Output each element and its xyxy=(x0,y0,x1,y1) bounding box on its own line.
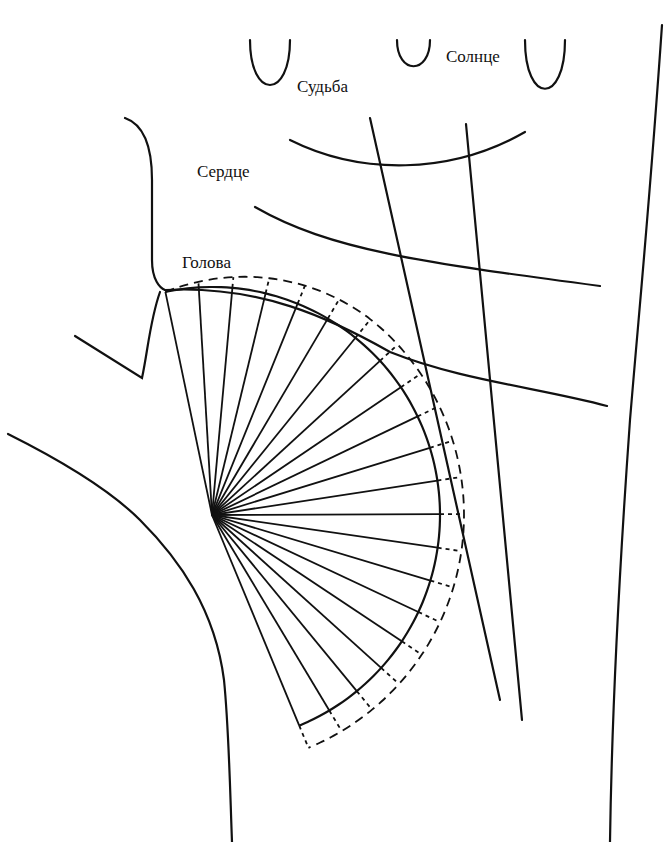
ray-extension xyxy=(231,277,234,288)
ray xyxy=(212,515,418,612)
ray-extension xyxy=(430,581,453,588)
life-line xyxy=(165,287,440,726)
ray xyxy=(212,513,440,516)
thumb-outline xyxy=(8,434,232,842)
finger-tip xyxy=(250,40,290,85)
ray xyxy=(212,338,355,515)
ray xyxy=(212,361,380,515)
ray-extension xyxy=(402,641,422,654)
ray-extension xyxy=(401,374,421,387)
life-line-rays xyxy=(165,277,464,748)
finger-base-line xyxy=(290,132,525,165)
ray-extension xyxy=(198,282,200,288)
finger-tip xyxy=(397,40,430,66)
thumb-outline xyxy=(75,292,160,378)
ray xyxy=(212,416,418,515)
fate-line xyxy=(370,118,500,700)
ray-extension xyxy=(357,691,372,710)
ray-extension xyxy=(437,477,461,481)
ray-extension xyxy=(328,299,339,318)
finger-tip xyxy=(525,40,565,89)
ray-extension xyxy=(381,668,399,684)
ray xyxy=(199,287,212,515)
ray xyxy=(212,515,329,711)
ray xyxy=(212,481,437,515)
ray xyxy=(212,288,232,515)
fate-label: Судьба xyxy=(297,78,348,95)
sun-line xyxy=(466,124,522,720)
ray xyxy=(212,387,401,515)
head-label: Голова xyxy=(182,254,231,271)
ray-extension xyxy=(298,286,305,304)
ray-extension xyxy=(418,612,440,622)
ray-extension xyxy=(380,345,398,361)
ray-extension xyxy=(430,441,453,448)
sun-label: Солнце xyxy=(446,48,500,65)
heart-line xyxy=(255,207,600,286)
ray-extension xyxy=(329,711,341,732)
ray-extension xyxy=(355,319,370,337)
ray xyxy=(212,304,298,515)
hand-outline xyxy=(125,118,165,290)
ray-extension xyxy=(299,726,308,748)
life-line-dashed xyxy=(165,277,464,748)
ray-extension xyxy=(266,278,270,293)
ray-extension xyxy=(440,513,464,515)
ray xyxy=(212,515,381,668)
ray xyxy=(212,448,430,515)
ray-extension xyxy=(418,406,440,416)
ray xyxy=(212,515,299,726)
heart-label: Сердце xyxy=(197,163,250,180)
ray xyxy=(212,515,357,691)
ray-extension xyxy=(438,548,462,551)
hand-outline xyxy=(610,25,662,842)
ray xyxy=(212,515,402,641)
